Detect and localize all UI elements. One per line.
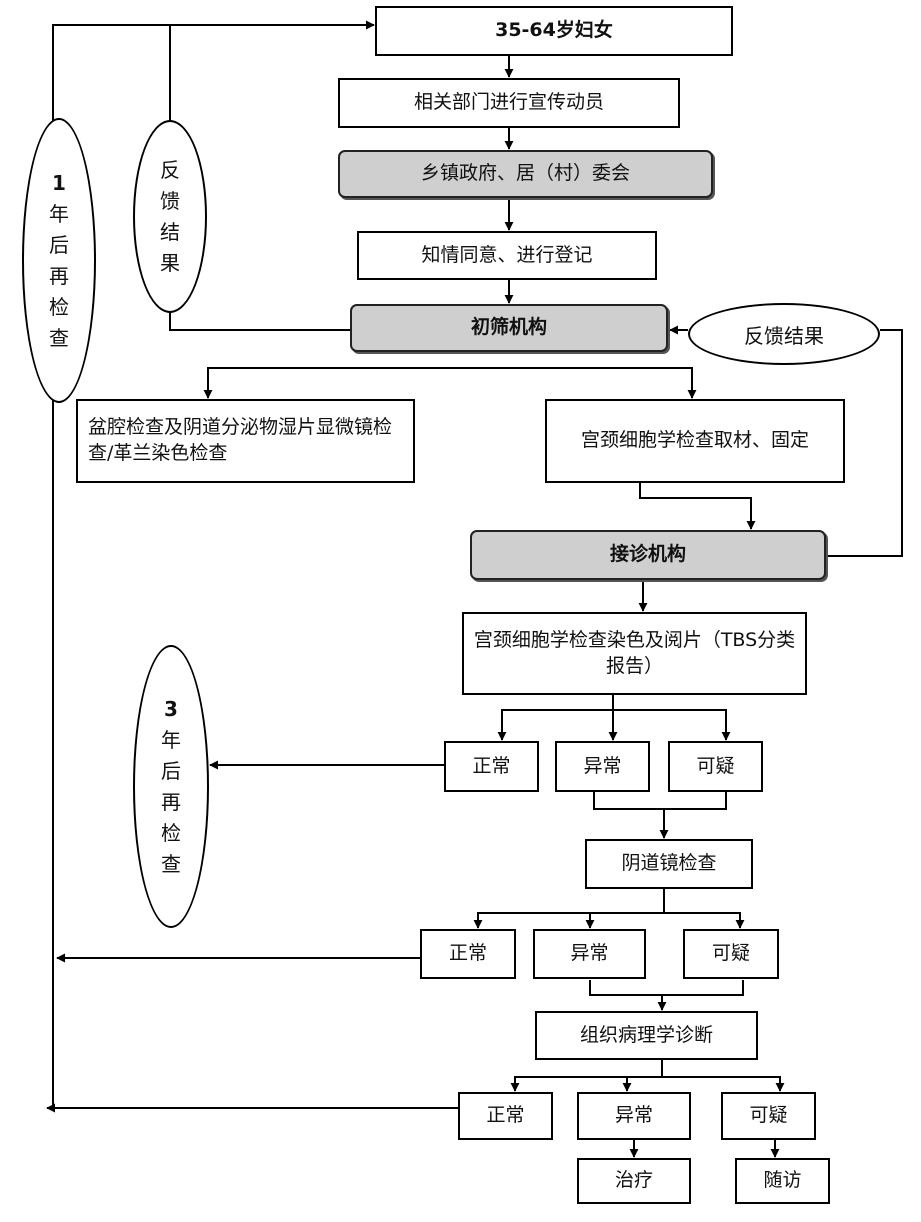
publicity-box: 相关部门进行宣传动员: [338, 78, 680, 128]
normal-box-1: 正常: [444, 741, 539, 792]
split-cytology-bar: [501, 709, 727, 738]
feedback-ellipse-horizontal: 反馈结果: [688, 303, 880, 365]
split-histology-bar: [514, 1076, 781, 1090]
abnormal-box-3: 异常: [577, 1092, 691, 1140]
ellipse-char: 后: [49, 232, 69, 257]
colposcopy-box: 阴道镜检查: [585, 839, 753, 889]
one-year-recheck-ellipse: 1 年 后 再 检 查: [22, 118, 96, 403]
histology-box: 组织病理学诊断: [535, 1011, 758, 1060]
feedback-ellipse-vertical: 反 馈 结 果: [133, 120, 207, 313]
ellipse-char: 1: [52, 170, 66, 195]
ellipse-char: 结: [160, 219, 180, 244]
ellipse-char: 再: [161, 789, 181, 814]
ellipse-char: 后: [161, 758, 181, 783]
merge-cytology-bar: [593, 792, 727, 810]
township-box: 乡镇政府、居（村）委会: [338, 150, 713, 198]
split-colposcopy-bar: [477, 912, 741, 928]
abnormal-box-2: 异常: [533, 929, 646, 979]
primary-screening-box: 初筛机构: [350, 304, 668, 352]
ellipse-char: 查: [49, 325, 69, 350]
ellipse-char: 3: [164, 696, 178, 721]
ellipse-char: 年: [161, 727, 181, 752]
abnormal-box-1: 异常: [555, 741, 650, 792]
suspicious-box-2: 可疑: [683, 929, 779, 979]
women-box: 35-64岁妇女: [375, 6, 733, 56]
followup-box: 随访: [735, 1158, 830, 1204]
split-primary-right: [207, 367, 697, 399]
loop-one-year: [52, 20, 375, 1108]
ellipse-char: 果: [160, 250, 180, 275]
three-year-recheck-ellipse: 3 年 后 再 检 查: [133, 645, 209, 928]
ellipse-char: 检: [49, 294, 69, 319]
ellipse-char: 馈: [160, 188, 180, 213]
ellipse-char: 查: [161, 851, 181, 876]
arrow-sampling-referral: [639, 482, 756, 530]
normal-box-3: 正常: [458, 1092, 553, 1140]
suspicious-box-3: 可疑: [721, 1092, 816, 1140]
ellipse-char: 反: [160, 157, 180, 182]
pelvic-exam-box: 盆腔检查及阴道分泌物湿片显微镜检查/革兰染色检查: [76, 399, 415, 483]
ellipse-char: 年: [49, 201, 69, 226]
merge-colposcopy-bar: [589, 980, 744, 996]
treatment-box: 治疗: [577, 1158, 691, 1204]
referral-box: 接诊机构: [470, 530, 826, 580]
ellipse-char: 检: [161, 820, 181, 845]
loop-feedback-right: [826, 329, 903, 557]
normal-box-2: 正常: [420, 929, 516, 979]
cytology-reading-box: 宫颈细胞学检查染色及阅片（TBS分类报告）: [462, 612, 807, 695]
ellipse-char: 再: [49, 263, 69, 288]
consent-box: 知情同意、进行登记: [357, 231, 657, 280]
suspicious-box-1: 可疑: [668, 741, 763, 792]
cytology-sampling-box: 宫颈细胞学检查取材、固定: [545, 399, 845, 483]
